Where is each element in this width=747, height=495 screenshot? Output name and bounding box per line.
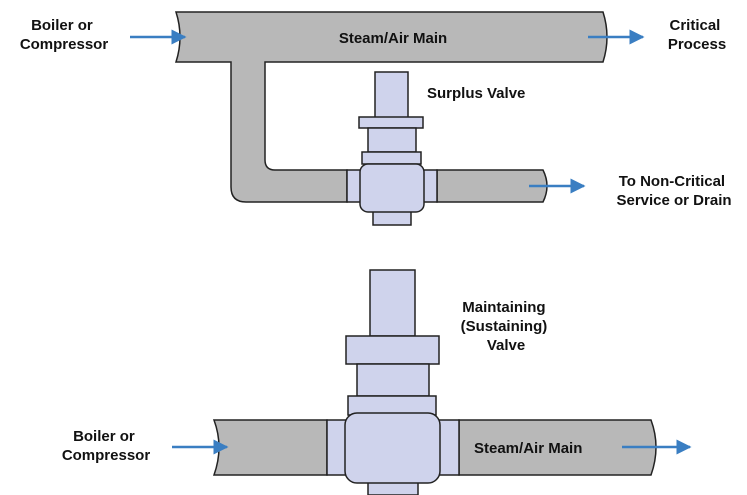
non-critical-outlet-pipe bbox=[436, 169, 548, 203]
valve-collar bbox=[347, 395, 437, 416]
main-label: Steam/Air Main bbox=[474, 440, 582, 457]
valve-stem bbox=[374, 71, 409, 119]
valve-collar bbox=[361, 151, 422, 165]
steam-air-main-pipe bbox=[458, 419, 657, 476]
valve-bonnet bbox=[367, 127, 417, 153]
maintaining-valve bbox=[326, 269, 460, 495]
surplus-valve-label: Surplus Valve bbox=[427, 85, 525, 102]
main-label: Steam/Air Main bbox=[339, 30, 447, 47]
valve-collar bbox=[358, 116, 424, 129]
maintaining-valve-diagram: Maintaining (Sustaining) Valve Boiler or… bbox=[62, 269, 692, 495]
surplus-valve-diagram: Boiler or Compressor Steam/Air Main Crit… bbox=[20, 11, 732, 226]
inlet-pipe bbox=[212, 419, 328, 476]
valve-flange-left bbox=[346, 169, 362, 203]
maintaining-valve-label: Maintaining (Sustaining) Valve bbox=[461, 299, 552, 354]
surplus-valve bbox=[346, 71, 438, 226]
valve-stem bbox=[369, 269, 416, 337]
valve-bonnet bbox=[356, 363, 430, 397]
inlet-label: Boiler or Compressor bbox=[62, 428, 151, 464]
valve-body bbox=[344, 412, 441, 484]
outlet-label: Critical Process bbox=[668, 17, 726, 53]
valve-flange-right bbox=[422, 169, 438, 203]
valve-body bbox=[359, 163, 425, 213]
valve-collar bbox=[345, 335, 440, 365]
inlet-label: Boiler or Compressor bbox=[20, 17, 109, 53]
branch-outlet-label: To Non-Critical Service or Drain bbox=[616, 173, 731, 209]
